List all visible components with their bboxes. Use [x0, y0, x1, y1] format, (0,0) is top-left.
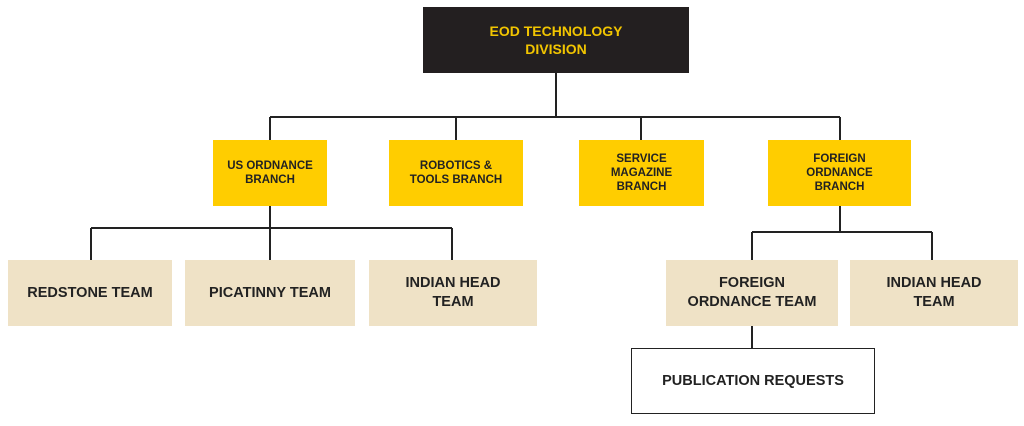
eod-technology-division-node: EOD TECHNOLOGY DIVISION — [423, 7, 689, 73]
service-magazine-branch-node: SERVICE MAGAZINE BRANCH — [579, 140, 704, 206]
foreign-ordnance-branch-node: FOREIGN ORDNANCE BRANCH — [768, 140, 911, 206]
picatinny-team-node: PICATINNY TEAM — [185, 260, 355, 326]
indian-head-team-node: INDIAN HEAD TEAM — [369, 260, 537, 326]
us-ordnance-branch-node: US ORDNANCE BRANCH — [213, 140, 327, 206]
indian-head-team-foreign-node: INDIAN HEAD TEAM — [850, 260, 1018, 326]
redstone-team-node: REDSTONE TEAM — [8, 260, 172, 326]
foreign-ordnance-team-node: FOREIGN ORDNANCE TEAM — [666, 260, 838, 326]
robotics-tools-branch-node: ROBOTICS & TOOLS BRANCH — [389, 140, 523, 206]
publication-requests-node: PUBLICATION REQUESTS — [631, 348, 875, 414]
